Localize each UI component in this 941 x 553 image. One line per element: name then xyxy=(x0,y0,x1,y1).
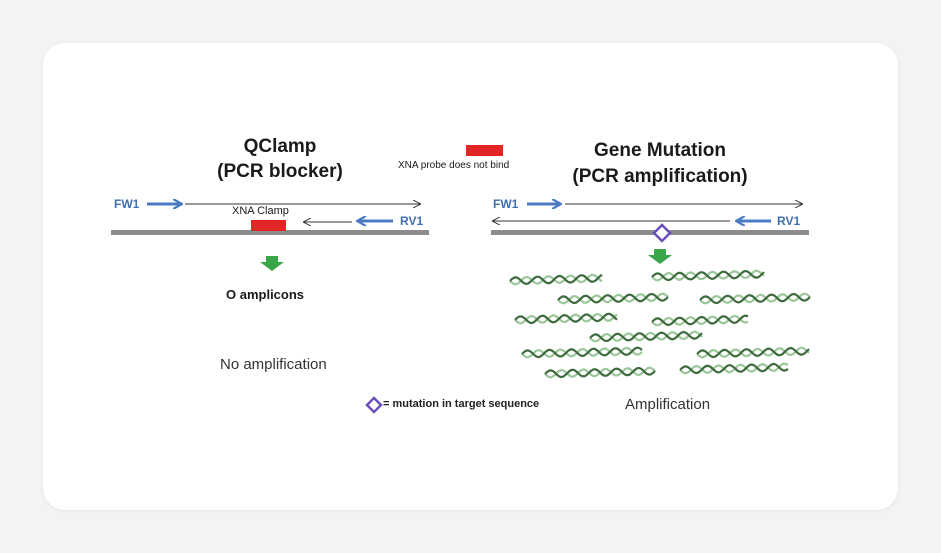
dna-strand-dark xyxy=(589,330,703,343)
dna-helix xyxy=(696,346,810,359)
dna-helix xyxy=(589,330,703,343)
dna-strand-dark xyxy=(544,366,656,379)
dna-helix xyxy=(557,292,669,305)
dna-helix xyxy=(699,292,811,305)
right-title-line2: (PCR amplification) xyxy=(572,166,748,187)
right-fw1-label: FW1 xyxy=(493,197,519,211)
probe-legend-swatch xyxy=(466,145,503,156)
mutation-diamond xyxy=(652,223,672,243)
dna-helix xyxy=(521,346,643,359)
dna-strand-dark xyxy=(557,292,669,305)
dna-helix xyxy=(651,314,749,327)
right-rv1-label: RV1 xyxy=(777,214,801,228)
dna-strand-light xyxy=(651,314,749,327)
dna-helix xyxy=(651,269,765,282)
dna-strand-light xyxy=(514,312,618,325)
xna-clamp-label: XNA Clamp xyxy=(232,205,289,217)
dna-strand-dark xyxy=(651,269,765,282)
mutation-legend-diamond xyxy=(365,396,383,414)
right-template-strand xyxy=(491,230,809,235)
dna-strand-light xyxy=(589,330,703,343)
dna-strand-dark xyxy=(651,314,749,327)
dna-strand-light xyxy=(696,346,810,359)
dna-strand-dark xyxy=(679,362,789,375)
dna-strand-dark xyxy=(699,292,811,305)
dna-helix xyxy=(544,366,656,379)
xna-clamp-block xyxy=(251,220,286,231)
left-fw1-label: FW1 xyxy=(114,197,140,211)
dna-helix xyxy=(679,362,789,375)
left-template-strand xyxy=(111,230,429,235)
dna-strand-light xyxy=(521,346,643,359)
dna-strand-dark xyxy=(514,312,618,325)
left-result-count: O amplicons xyxy=(226,287,305,302)
amplicon-helix-cluster xyxy=(509,269,811,379)
left-rv1-label: RV1 xyxy=(400,214,424,228)
left-result-text: No amplification xyxy=(220,356,327,373)
right-result-text: Amplification xyxy=(625,396,711,413)
left-result-arrow xyxy=(260,256,284,271)
left-title-line2: (PCR blocker) xyxy=(217,161,343,182)
dna-strand-dark xyxy=(521,346,643,359)
dna-strand-dark xyxy=(509,273,603,286)
mutation-legend-label: = mutation in target sequence xyxy=(383,398,540,410)
probe-legend-label: XNA probe does not bind xyxy=(398,160,510,171)
dna-helix xyxy=(514,312,618,325)
dna-strand-dark xyxy=(696,346,810,359)
dna-strand-light xyxy=(651,269,765,282)
dna-strand-light xyxy=(679,362,789,375)
dna-helix xyxy=(509,273,603,286)
right-result-arrow xyxy=(648,249,672,264)
left-title-line1: QClamp xyxy=(243,136,317,157)
right-title-line1: Gene Mutation xyxy=(594,140,726,161)
